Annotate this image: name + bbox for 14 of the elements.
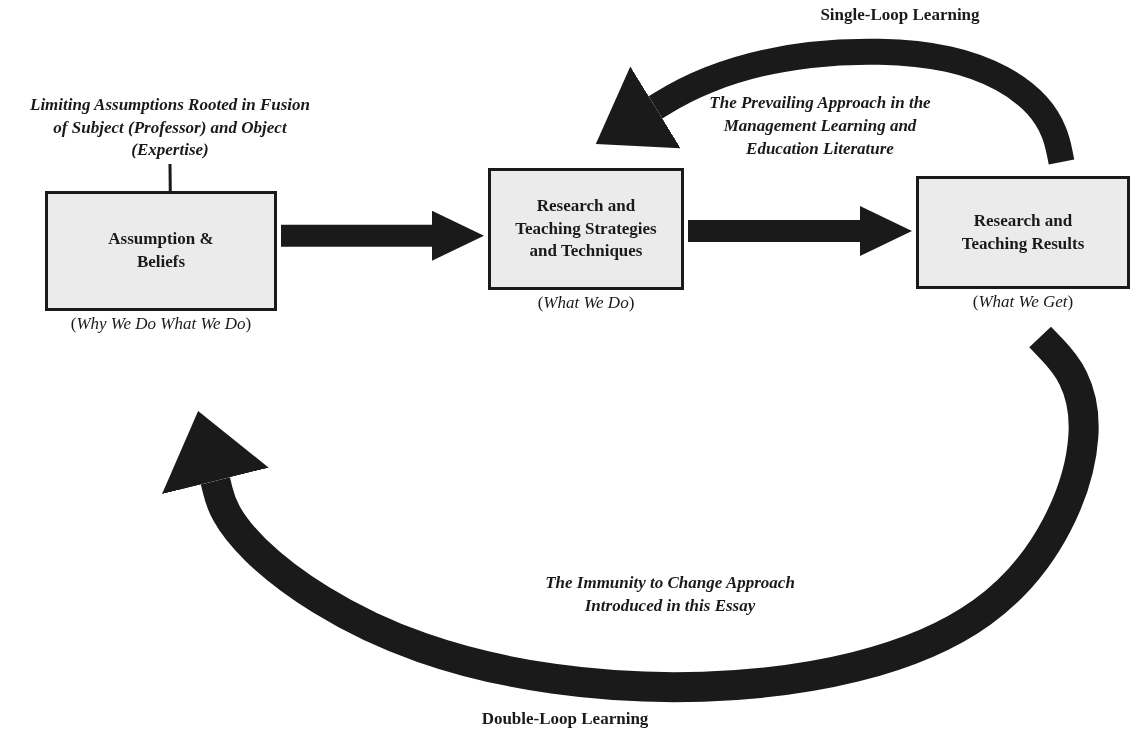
annotation-text: Limiting Assumptions Rooted in Fusion of Subject (Professor) and Object (Expertise): [29, 93, 311, 162]
block-arrow: [281, 210, 484, 261]
node-label: (What We Get): [972, 292, 1074, 312]
loop-label: Single-Loop Learning: [819, 4, 981, 26]
leader-line: [168, 164, 172, 191]
box-label: Research and Teaching Strategies and Techniques: [514, 194, 658, 263]
node-label: (Why We Do What We Do): [70, 314, 252, 334]
node-label: (What We Do): [537, 293, 635, 313]
annotation-text: The Prevailing Approach in the Management Learning and Education Literature: [708, 92, 932, 160]
annotation-text: The Immunity to Change Approach Introduced in this Essay: [544, 572, 796, 617]
block-arrow: [688, 206, 912, 256]
loop-label: Double-Loop Learning: [480, 708, 650, 730]
box-label: Research and Teaching Results: [960, 209, 1086, 255]
box-label: Assumption & Beliefs: [107, 228, 215, 273]
